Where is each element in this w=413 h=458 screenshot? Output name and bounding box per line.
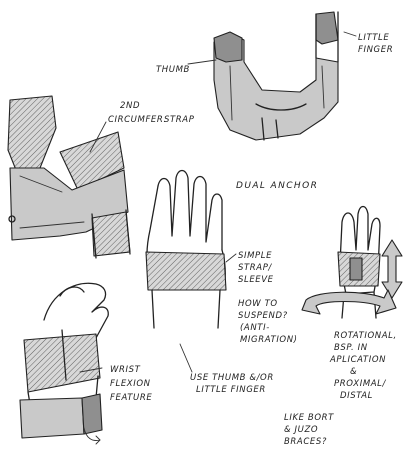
dual-anchor-brace-sketch (213, 11, 339, 141)
label-simple-strap-line-3: SLEEVE (238, 275, 274, 285)
label-how-to-suspend-line-3: (ANTI- (240, 323, 270, 333)
rotational-hand-sketch (301, 205, 403, 319)
label-simple-strap-line-2: STRAP/ (238, 263, 272, 273)
label-rotational-line-6: DISTAL (340, 391, 373, 401)
annotation-labels: THUMB LITTLE FINGER 2ND CIRCUMFER. STRAP… (108, 33, 397, 447)
label-rotational-line-4: & (350, 367, 357, 377)
label-how-to-suspend-line-2: SUSPEND? (238, 311, 288, 321)
label-use-thumb-line-2: LITTLE FINGER (196, 385, 266, 395)
simple-sleeve-hand-sketch (145, 169, 227, 329)
wrist-flexion-hand-sketch (19, 282, 109, 439)
leader-lines (79, 31, 357, 445)
label-simple-strap-line-1: SIMPLE (238, 251, 272, 261)
label-wrist-flexion-line-3: FEATURE (110, 393, 152, 403)
label-wrist-flexion-line-1: WRIST (110, 365, 141, 375)
label-like-braces-line-2: & JUZO (284, 425, 318, 435)
label-thumb: THUMB (156, 65, 190, 75)
label-rotational-line-2: BSP. IN (334, 343, 368, 353)
label-rotational-line-5: PROXIMAL/ (334, 379, 387, 389)
label-how-to-suspend-line-1: HOW TO (238, 299, 278, 309)
label-wrist-flexion-line-2: FLEXION (110, 379, 151, 389)
label-dual-anchor: DUAL ANCHOR (236, 181, 318, 191)
label-rotational-line-3: APLICATION (329, 355, 386, 365)
label-little-finger-line-2: FINGER (358, 45, 393, 55)
label-like-braces-line-3: BRACES? (284, 437, 327, 447)
label-use-thumb-line-1: USE THUMB &/OR (190, 373, 274, 383)
label-rotational-line-1: ROTATIONAL, (334, 331, 397, 341)
second-strap-brace-sketch (7, 95, 131, 259)
label-like-braces-line-1: LIKE BORT (284, 413, 334, 423)
label-second-strap-line-1: 2ND (120, 101, 140, 111)
label-little-finger-line-1: LITTLE (358, 33, 389, 43)
label-second-strap-line-3: STRAP (164, 115, 195, 125)
label-second-strap-line-2: CIRCUMFER. (108, 115, 167, 125)
label-how-to-suspend-line-4: MIGRATION) (240, 335, 298, 345)
